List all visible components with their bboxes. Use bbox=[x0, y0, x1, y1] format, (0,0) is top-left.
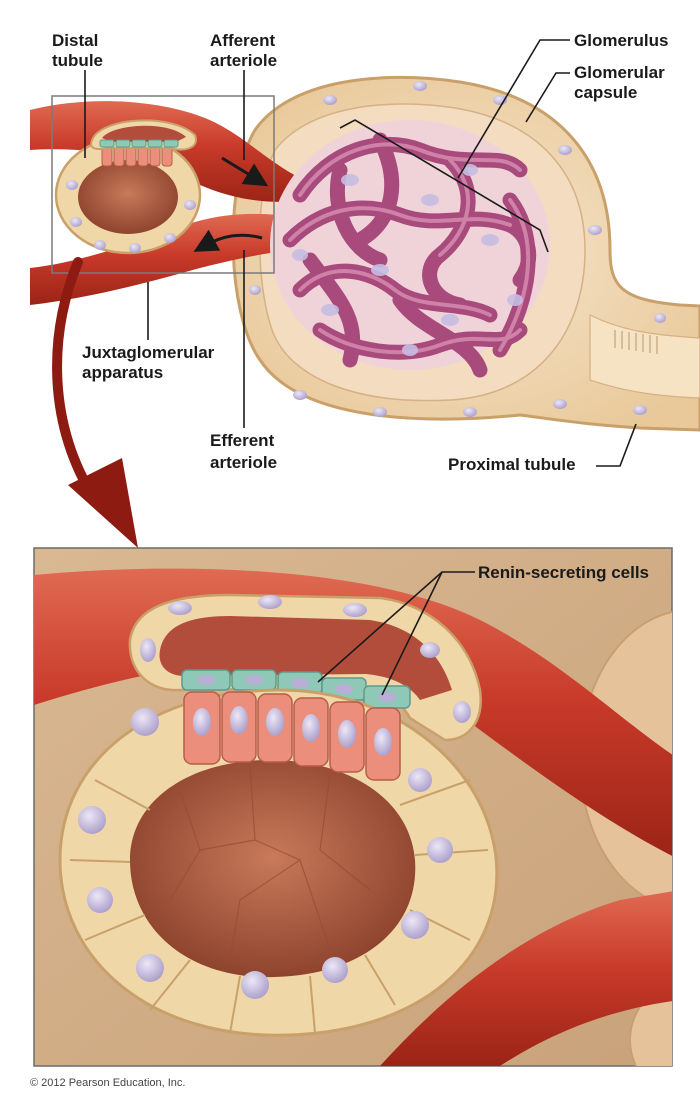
magnified-efferent-vessel bbox=[380, 891, 672, 1066]
top-labels: Distal tubule Afferent arteriole Glomeru… bbox=[52, 31, 669, 474]
label-glomerular-capsule: Glomerular capsule bbox=[574, 63, 669, 102]
glomerulus-tuft bbox=[270, 120, 550, 378]
magnified-distal-tubule bbox=[58, 688, 499, 1037]
capsule-nuclei bbox=[249, 81, 666, 417]
label-proximal-tubule: Proximal tubule bbox=[448, 455, 576, 474]
magnified-view: Renin-secreting cells bbox=[33, 547, 673, 1067]
distal-tubule-top bbox=[54, 119, 202, 255]
efferent-flow-arrow bbox=[193, 229, 263, 252]
macula-densa-top bbox=[101, 145, 173, 167]
label-efferent-arteriole: Efferent arteriole bbox=[210, 431, 279, 472]
label-renin-secreting-cells: Renin-secreting cells bbox=[478, 563, 649, 582]
label-juxtaglomerular-apparatus: Juxtaglomerular apparatus bbox=[82, 343, 219, 382]
proximal-tubule-lumen bbox=[589, 314, 700, 399]
zoom-arrow bbox=[52, 257, 138, 548]
brush-border bbox=[614, 330, 658, 354]
afferent-flow-arrow bbox=[221, 156, 269, 187]
zoom-region-box bbox=[51, 95, 275, 274]
top-illustration bbox=[30, 75, 700, 432]
renin-cells-top bbox=[99, 139, 179, 148]
copyright-notice: © 2012 Pearson Education, Inc. bbox=[30, 1077, 185, 1089]
label-distal-tubule: Distal tubule bbox=[52, 31, 103, 70]
label-afferent-arteriole: Afferent arteriole bbox=[210, 31, 280, 70]
label-glomerulus: Glomerulus bbox=[574, 31, 668, 50]
